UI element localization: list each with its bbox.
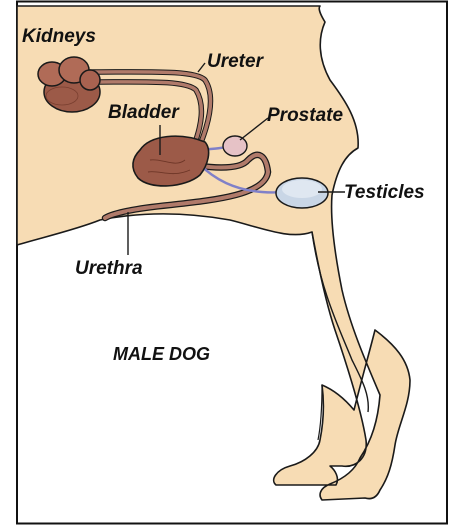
label-testicles: Testicles [344,183,425,202]
testicles-organ [276,178,328,208]
label-bladder: Bladder [108,103,179,122]
label-kidneys: Kidneys [22,27,96,46]
label-ureter: Ureter [207,52,263,71]
label-prostate: Prostate [267,106,343,125]
prostate-organ [223,136,247,156]
diagram-title: MALE DOG [113,345,210,363]
label-urethra: Urethra [75,259,143,278]
